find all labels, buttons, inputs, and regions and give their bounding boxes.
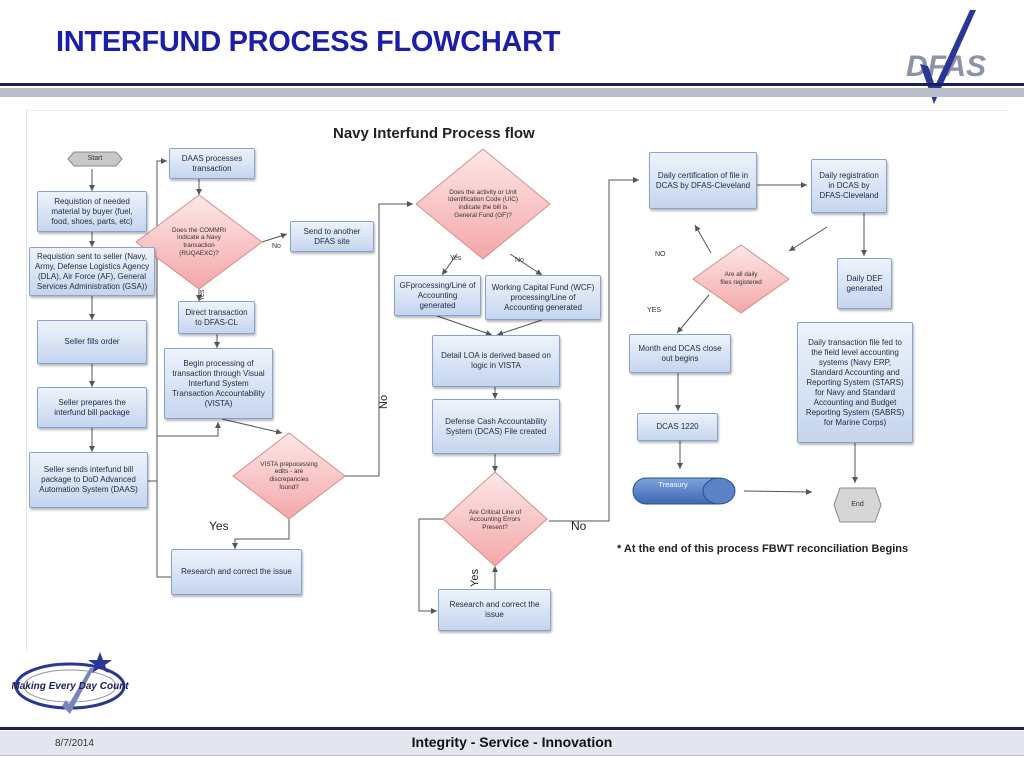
logo-bottom-text: Making Every Day Count (12, 681, 129, 692)
box-sent-to-seller: Requistion sent to seller (Navy, Army, D… (29, 247, 155, 296)
arrow-begin-vista (221, 418, 283, 435)
flowchart-connectors (67, 148, 882, 614)
arrow-registered-month-end (676, 294, 710, 334)
decision-uic (415, 148, 551, 260)
arrow-critical-daily-cert (549, 177, 639, 522)
footer-date: 8/7/2014 (55, 738, 94, 749)
box-requisition: Requistion of needed material by buyer (… (37, 191, 147, 232)
header-divider (0, 83, 1024, 86)
arrow-treasury-end (743, 488, 813, 495)
decision-vista (232, 432, 346, 520)
box-wcf-processing: Working Capital Fund (WCF) processing/Li… (485, 275, 601, 320)
decision-registered-text: Are all daily files registered (720, 271, 762, 286)
box-gf-processing: GFprocessing/Line of Accounting generate… (394, 275, 481, 316)
box-research-2: Research and correct the issue (438, 589, 551, 631)
box-seller-prepares: Seller prepares the interfund bill packa… (37, 387, 147, 428)
label-uic-no: No (515, 257, 524, 264)
arrow-sends-daas (148, 158, 167, 482)
box-daily-certification: Daily certification of file in DCAS by D… (649, 152, 757, 209)
decision-registered (692, 244, 790, 314)
box-direct-transaction: Direct transaction to DFAS-CL (178, 301, 255, 334)
box-daily-def: Daily DEF generated (837, 258, 892, 309)
header-band (0, 88, 1024, 97)
arrow-registration-registered (788, 226, 828, 252)
diagram-title: Navy Interfund Process flow (333, 125, 535, 142)
box-dcas-1220: DCAS 1220 (637, 413, 718, 441)
label-vista-yes: Yes (209, 519, 229, 533)
label-registered-no: NO (655, 251, 666, 258)
arrow-vista-research (232, 518, 290, 549)
footer-divider (0, 727, 1024, 730)
arrow-critical-research (418, 518, 447, 614)
arrow-uic-gf (441, 253, 458, 276)
decision-critical-text: Are Critical Line of Accounting Errors P… (468, 508, 522, 531)
end-node (833, 487, 882, 523)
decision-commri-text: Does the COMMRI indicate a Navy transact… (172, 226, 226, 257)
end-label: End (851, 501, 864, 509)
label-commri-no: No (272, 243, 281, 250)
making-every-day-count-logo-icon: Making Every Day Count (12, 652, 129, 714)
start-label: Start (87, 155, 103, 163)
slide-title: INTERFUND PROCESS FLOWCHART (56, 26, 561, 58)
dfas-logo-icon: DFAS (906, 10, 986, 104)
decision-critical (442, 471, 548, 567)
start-node (67, 151, 123, 167)
box-send-another: Send to another DFAS site (290, 221, 374, 252)
label-critical-no: No (571, 519, 587, 533)
arrow-registered-no (694, 224, 712, 254)
footer-tagline: Integrity - Service - Innovation (411, 734, 613, 750)
box-daas-processes: DAAS processes transaction (169, 148, 255, 179)
box-begin-vista: Begin processing of transaction through … (164, 348, 273, 419)
box-seller-sends: Seller sends interfund bill package to D… (29, 452, 148, 508)
footer-band (0, 731, 1024, 756)
arrow-commri-send-another (261, 232, 288, 243)
footnote: * At the end of this process FBWT reconc… (617, 543, 909, 555)
box-daily-registration: Daily registration in DCAS by DFAS-Cleve… (811, 159, 887, 213)
arrow-uic-wcf (509, 253, 543, 276)
flowchart-panel: Navy Interfund Process flow Start End Re… (26, 110, 1008, 651)
label-commri-yes: Yes (199, 289, 206, 301)
arrow-research-begin (156, 422, 221, 578)
treasury-label: Treasury (658, 480, 688, 490)
box-dcas-file: Defense Cash Accountability System (DCAS… (432, 399, 560, 454)
label-uic-yes: Yes (450, 255, 462, 262)
box-detail-loa: Detail LOA is derived based on logic in … (432, 335, 560, 387)
box-seller-fills: Seller fills order (37, 320, 147, 364)
decision-uic-text: Does the activity or Unit Identification… (448, 188, 518, 219)
decision-vista-text: VISTA prepocessing edits - are discrepan… (260, 460, 318, 491)
arrow-vista-uic (345, 201, 413, 477)
label-critical-yes: Yes (469, 569, 481, 587)
treasury-cap (702, 477, 736, 505)
box-month-end: Month end DCAS close out begins (629, 334, 731, 373)
decision-commri (135, 194, 263, 290)
box-research-1: Research and correct the issue (171, 549, 302, 595)
label-registered-yes: YES (647, 307, 662, 314)
label-vista-no: No (378, 394, 390, 409)
box-daily-transaction-file: Daily transaction file fed to the field … (797, 322, 913, 443)
arrow-wcf-detail (496, 319, 543, 336)
arrow-gf-detail (436, 315, 493, 336)
